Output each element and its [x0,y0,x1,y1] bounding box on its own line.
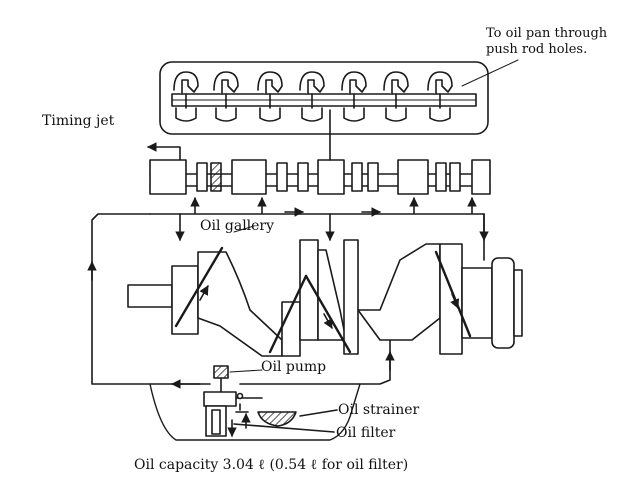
rocker-arm [383,71,409,122]
main-journal-3 [439,243,463,355]
leader-lines [229,59,519,373]
oil-strainer-label: Oil strainer [338,402,420,418]
rocker-arm [427,71,453,122]
oil-filter-label: Oil filter [336,425,396,441]
rocker-arm [341,71,367,122]
oil-pan [149,383,361,441]
oil-pump-assembly [203,365,338,437]
oil-pump-body [203,391,237,407]
camshaft-flow-arrows [190,109,477,217]
crank-web-2 [317,249,347,341]
rocker-arm [213,71,239,122]
rocker-arm [299,71,325,122]
rocker-cover-box [159,61,489,135]
main-bearing-feeds [175,213,489,241]
oil-pump-label: Oil pump [261,359,327,375]
oil-gallery-label: Oil gallery [200,218,275,234]
crank-web-3 [357,243,441,341]
crankshaft [127,239,523,357]
oil-capacity-caption: Oil capacity 3.04 ℓ (0.54 ℓ for oil filt… [134,457,409,473]
rocker-arm [173,71,199,122]
oil-strainer [257,411,297,427]
timing-jet-label: Timing jet [42,113,115,129]
rocker-arm [257,71,283,122]
main-journal-1 [171,265,199,335]
crank-rear-flange [491,257,515,349]
rocker-shaft-assembly [159,61,489,135]
oil-pan-return-label-line2: push rod holes. [486,42,588,57]
crank-front-nose [127,284,173,308]
oil-pan-return-label: To oil pan through push rod holes. [486,26,607,58]
crank-web-1 [197,251,283,357]
timing-jet-line [147,142,181,163]
oil-pan-return-label-line1: To oil pan through [486,26,608,41]
rocker-arms [173,71,453,122]
camshaft [149,159,491,195]
oil-pump-drive [213,365,229,379]
